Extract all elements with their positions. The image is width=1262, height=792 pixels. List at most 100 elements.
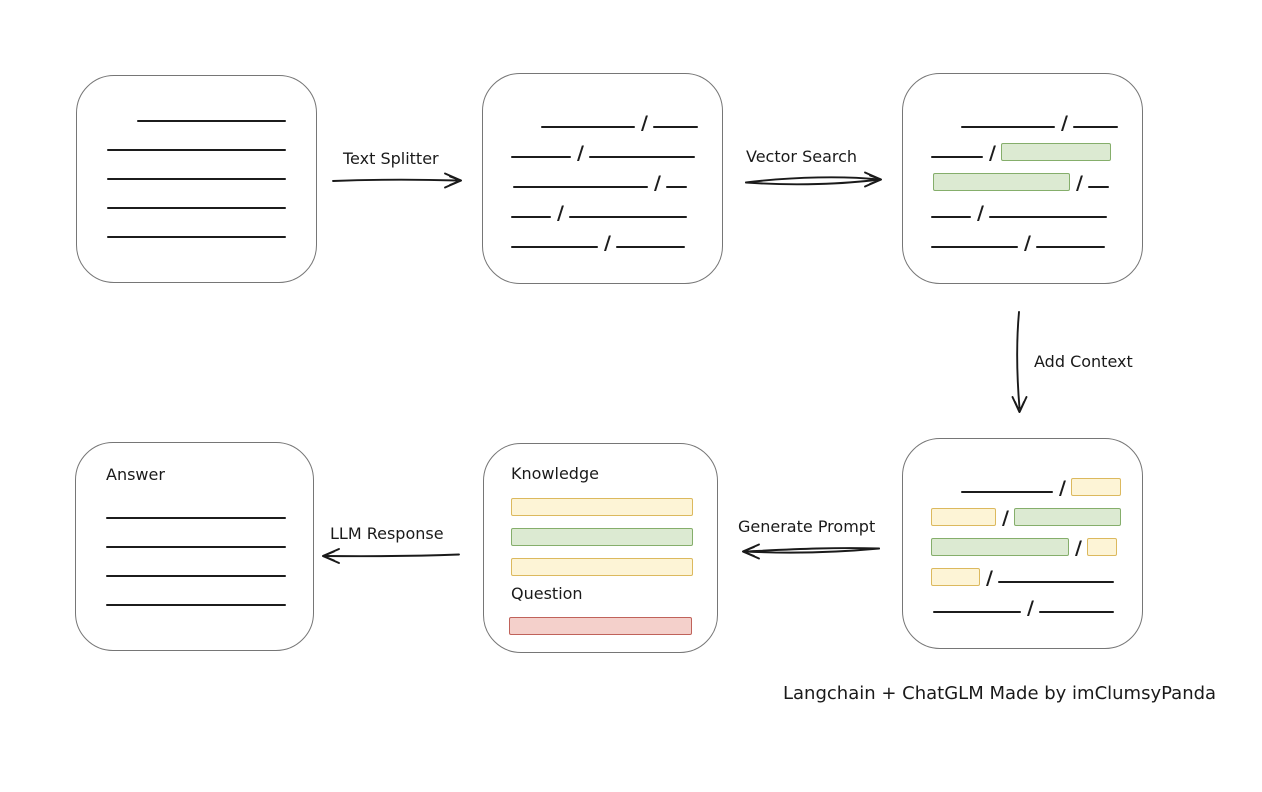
vector-search-label: Vector Search <box>746 147 858 166</box>
text-row: / <box>931 188 1118 223</box>
text-line <box>137 119 286 122</box>
text-line <box>106 574 286 577</box>
text-line <box>933 610 1021 613</box>
text-splitter-label: Text Splitter <box>343 149 439 168</box>
text-row: / <box>511 128 698 163</box>
text-line <box>568 215 687 218</box>
text-line <box>931 215 971 218</box>
text-row <box>107 151 286 180</box>
llm-response-label: LLM Response <box>330 524 444 543</box>
text-row <box>107 122 286 151</box>
question-label: Question <box>511 584 583 603</box>
answer-lines <box>106 490 286 606</box>
llm-response-arrow <box>322 548 460 564</box>
text-line <box>997 580 1114 583</box>
text-line <box>931 245 1018 248</box>
highlight-bar-green <box>931 538 1069 556</box>
highlight-bar-green <box>511 528 693 546</box>
retrieval-rows: ///// <box>931 98 1118 253</box>
text-line <box>961 490 1053 493</box>
text-line <box>1072 125 1118 128</box>
text-row: / <box>931 463 1121 498</box>
text-row <box>509 602 692 635</box>
text-line <box>1035 245 1105 248</box>
text-row <box>511 483 693 516</box>
document-box <box>76 75 317 283</box>
highlight-bar-yellow <box>931 568 980 586</box>
highlight-bar-yellow <box>511 558 693 576</box>
highlight-bar-green <box>1013 508 1121 526</box>
text-line <box>931 155 983 158</box>
text-line <box>1038 610 1114 613</box>
knowledge-label: Knowledge <box>511 464 599 483</box>
highlight-bar-green <box>1000 143 1111 161</box>
generate-prompt-arrow <box>742 543 880 560</box>
text-row <box>106 519 286 548</box>
highlight-bar-yellow <box>1086 538 1117 556</box>
text-line <box>588 155 695 158</box>
add-context-label: Add Context <box>1034 352 1133 371</box>
text-row <box>107 180 286 209</box>
text-line <box>615 245 685 248</box>
text-row <box>107 209 286 238</box>
highlight-bar-green <box>933 173 1070 191</box>
text-line <box>107 206 286 209</box>
highlight-bar-yellow <box>511 498 693 516</box>
separator-slash: / <box>977 202 984 224</box>
text-line <box>107 148 286 151</box>
separator-slash: / <box>654 172 661 194</box>
text-line <box>107 235 286 238</box>
separator-slash: / <box>557 202 564 224</box>
text-line <box>541 125 635 128</box>
text-row: / <box>511 158 698 193</box>
separator-slash: / <box>1075 537 1082 559</box>
highlight-bar-red <box>509 617 692 635</box>
text-line <box>1087 185 1109 188</box>
text-row: / <box>931 523 1121 558</box>
separator-slash: / <box>986 567 993 589</box>
separator-slash: / <box>989 142 996 164</box>
retrieved-chunks-box: ///// <box>902 73 1143 284</box>
text-line <box>665 185 687 188</box>
text-row: / <box>931 128 1118 163</box>
text-line <box>511 215 551 218</box>
text-row: / <box>511 98 698 133</box>
document-lines <box>107 93 286 238</box>
prompt-box: Knowledge Question <box>483 443 718 653</box>
text-splitter-arrow <box>332 172 462 189</box>
separator-slash: / <box>641 112 648 134</box>
text-line <box>107 177 286 180</box>
question-bar <box>509 602 692 635</box>
text-line <box>511 155 571 158</box>
chunks-box: ///// <box>482 73 723 284</box>
text-row <box>511 543 693 576</box>
text-row: / <box>511 218 698 253</box>
text-row <box>106 490 286 519</box>
context-rows: ///// <box>931 463 1121 618</box>
highlight-bar-yellow <box>931 508 996 526</box>
add-context-arrow <box>1011 311 1028 413</box>
text-line <box>511 245 598 248</box>
text-row <box>107 93 286 122</box>
text-row <box>511 513 693 546</box>
separator-slash: / <box>1076 172 1083 194</box>
answer-label: Answer <box>106 465 165 484</box>
text-line <box>961 125 1055 128</box>
text-row: / <box>931 553 1121 588</box>
separator-slash: / <box>1024 232 1031 254</box>
separator-slash: / <box>1059 477 1066 499</box>
text-line <box>106 516 286 519</box>
vector-search-arrow <box>745 171 882 188</box>
text-row: / <box>931 583 1121 618</box>
highlight-bar-yellow <box>1070 478 1121 496</box>
chunk-rows: ///// <box>511 98 698 253</box>
text-row <box>106 548 286 577</box>
text-row: / <box>931 493 1121 528</box>
separator-slash: / <box>1002 507 1009 529</box>
answer-box: Answer <box>75 442 314 651</box>
text-row <box>106 577 286 606</box>
text-row: / <box>931 218 1118 253</box>
generate-prompt-label: Generate Prompt <box>738 517 876 536</box>
text-line <box>652 125 698 128</box>
